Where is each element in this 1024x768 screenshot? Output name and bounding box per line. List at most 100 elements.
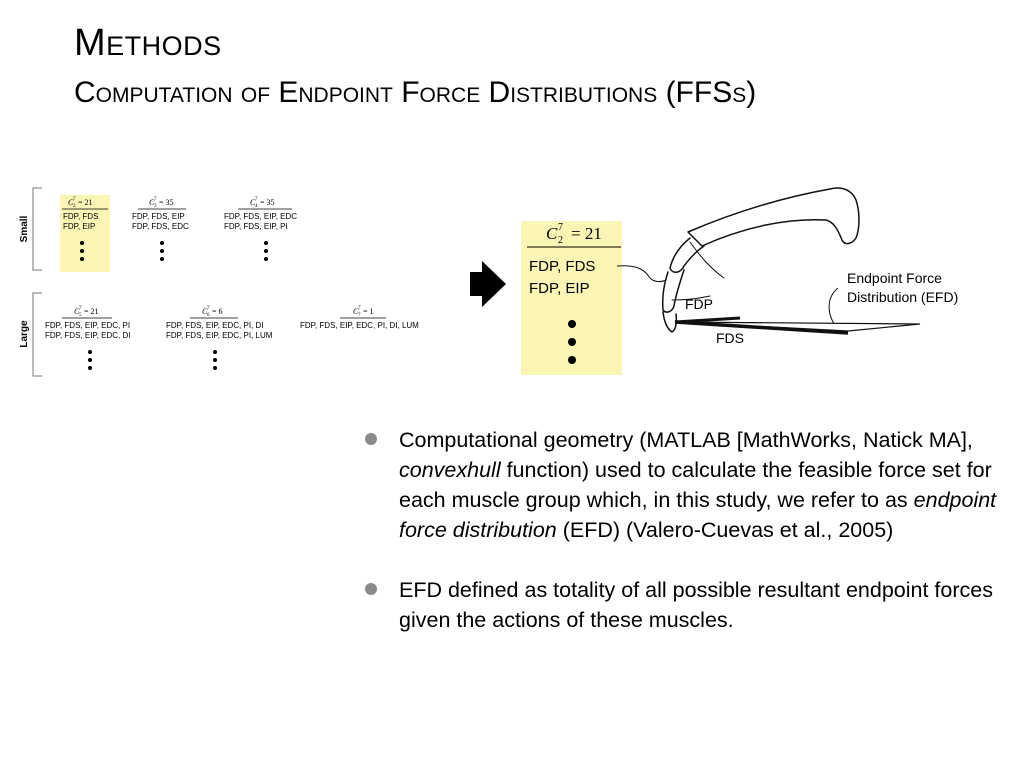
combo-value: = 35	[159, 198, 174, 207]
combo-value: = 35	[260, 198, 275, 207]
bullet-emphasis: endpoint force distribution	[399, 488, 997, 542]
zoom-highlight	[521, 221, 622, 375]
combo-c: C	[250, 198, 256, 207]
group-line-2: FDP, FDS, EIP, PI	[224, 222, 288, 231]
combo-sub: 7	[358, 313, 361, 318]
ellipsis-dot	[213, 366, 217, 370]
group-line-1: FDP, FDS	[63, 212, 98, 221]
zoom-group: C 2 7 = 21 FDP, FDS FDP, EIP	[527, 222, 621, 364]
group-line-2: FDP, FDS, EDC	[132, 222, 189, 231]
fdp-label: FDP	[685, 296, 713, 312]
combo-sub: 5	[79, 313, 82, 318]
group-line-1: FDP, FDS, EIP, EDC	[224, 212, 297, 221]
bullet-list: Computational geometry (MATLAB [MathWork…	[365, 425, 1015, 665]
group-line-1: FDP, FDS, EIP, EDC, PI, DI, LUM	[300, 321, 419, 330]
group-line-1: FDP, FDS, EIP, EDC, PI, DI	[166, 321, 264, 330]
combo-value: = 1	[363, 307, 374, 316]
combo-sub: 2	[73, 204, 76, 209]
combo-value: = 6	[212, 307, 223, 316]
leader-line	[616, 265, 667, 283]
ellipsis-dot	[568, 356, 576, 364]
small-group-1: C 2 7 = 21 FDP, FDS FDP, EIP	[62, 197, 108, 261]
combo-c: C	[68, 198, 74, 207]
small-label: Small	[19, 215, 30, 242]
combo-sub: 3	[154, 204, 157, 209]
zoom-line-2: FDP, EIP	[529, 280, 590, 297]
ellipsis-dot	[80, 249, 84, 253]
small-group-1-highlight	[60, 195, 110, 272]
ellipsis-dot	[88, 358, 92, 362]
large-bracket	[32, 292, 42, 377]
group-line-1: FDP, FDS, EIP	[132, 212, 185, 221]
group-line-2: FDP, FDS, EIP, EDC, DI	[45, 331, 131, 340]
small-group-3: C 4 7 = 35 FDP, FDS, EIP, EDC FDP, FDS, …	[224, 197, 297, 261]
ellipsis-dot	[80, 257, 84, 261]
middle-phalanx	[662, 269, 685, 313]
group-line-2: FDP, EIP	[63, 222, 95, 231]
ellipsis-dot	[213, 350, 217, 354]
ellipsis-dot	[264, 241, 268, 245]
large-group-3: C 7 7 = 1 FDP, FDS, EIP, EDC, PI, DI, LU…	[300, 306, 419, 330]
combo-value: = 21	[84, 307, 99, 316]
efd-label-line-1: Endpoint Force	[847, 270, 942, 286]
small-group-2: C 3 7 = 35 FDP, FDS, EIP FDP, FDS, EDC	[132, 197, 189, 261]
ellipsis-dot	[88, 366, 92, 370]
ellipsis-dot	[160, 257, 164, 261]
combo-c: C	[74, 307, 80, 316]
combo-sup: 7	[73, 197, 76, 202]
force-vector	[674, 320, 849, 335]
combo-sub: 6	[207, 313, 210, 318]
combo-sup: 7	[358, 306, 361, 311]
ellipsis-dot	[568, 338, 576, 346]
combo-c: C	[202, 307, 208, 316]
metacarpal-bone	[687, 187, 860, 247]
small-bracket	[32, 187, 42, 271]
slide-subtitle: Computation of Endpoint Force Distributi…	[74, 76, 757, 109]
group-line-1: FDP, FDS, EIP, EDC, PI	[45, 321, 130, 330]
fds-label: FDS	[716, 330, 744, 346]
bullet-dot-icon	[365, 433, 377, 445]
combo-c: C	[546, 224, 558, 243]
ellipsis-dot	[160, 241, 164, 245]
combo-sup: 7	[207, 306, 210, 311]
bullet-text: Computational geometry (MATLAB [MathWork…	[399, 428, 996, 542]
bullet-text-part: (EFD) (Valero-Cuevas et al., 2005)	[556, 518, 894, 542]
bullet-text-part: function) used to calculate the feasible…	[399, 458, 992, 512]
combo-c: C	[149, 198, 155, 207]
bullet-emphasis: convexhull	[399, 458, 501, 482]
combo-c: C	[353, 307, 359, 316]
slide-title: Methods	[74, 22, 222, 64]
proximal-phalanx	[669, 237, 705, 273]
bullet-item: Computational geometry (MATLAB [MathWork…	[365, 425, 1015, 545]
bullet-dot-icon	[365, 583, 377, 595]
combo-sup: 7	[154, 197, 157, 202]
large-group-2: C 6 7 = 6 FDP, FDS, EIP, EDC, PI, DI FDP…	[166, 306, 273, 370]
zoom-line-1: FDP, FDS	[529, 258, 595, 275]
distal-phalanx	[662, 311, 678, 333]
ellipsis-dot	[264, 249, 268, 253]
combo-sup: 7	[255, 197, 258, 202]
combo-sub: 4	[255, 204, 258, 209]
bullet-text-part: Computational geometry (MATLAB [MathWork…	[399, 428, 973, 452]
right-arrow-icon	[470, 261, 506, 307]
combo-sub: 2	[558, 235, 563, 246]
bullet-text: EFD defined as totality of all possible …	[399, 578, 993, 632]
combo-sup: 7	[79, 306, 82, 311]
group-line-2: FDP, FDS, EIP, EDC, PI, LUM	[166, 331, 273, 340]
ellipsis-dot	[160, 249, 164, 253]
ellipsis-dot	[568, 320, 576, 328]
ellipsis-dot	[213, 358, 217, 362]
tendon-line	[671, 295, 711, 301]
combo-sup: 7	[558, 222, 563, 233]
combo-value: = 21	[78, 198, 93, 207]
large-label: Large	[19, 320, 30, 348]
large-group-1: C 5 7 = 21 FDP, FDS, EIP, EDC, PI FDP, F…	[45, 306, 131, 370]
efd-label-line-2: Distribution (EFD)	[847, 289, 958, 305]
efd-leader-line	[828, 287, 839, 325]
force-vector	[674, 316, 741, 324]
ellipsis-dot	[88, 350, 92, 354]
bullet-item: EFD defined as totality of all possible …	[365, 575, 1015, 635]
combo-value: = 21	[571, 224, 602, 243]
ellipsis-dot	[80, 241, 84, 245]
ellipsis-dot	[264, 257, 268, 261]
